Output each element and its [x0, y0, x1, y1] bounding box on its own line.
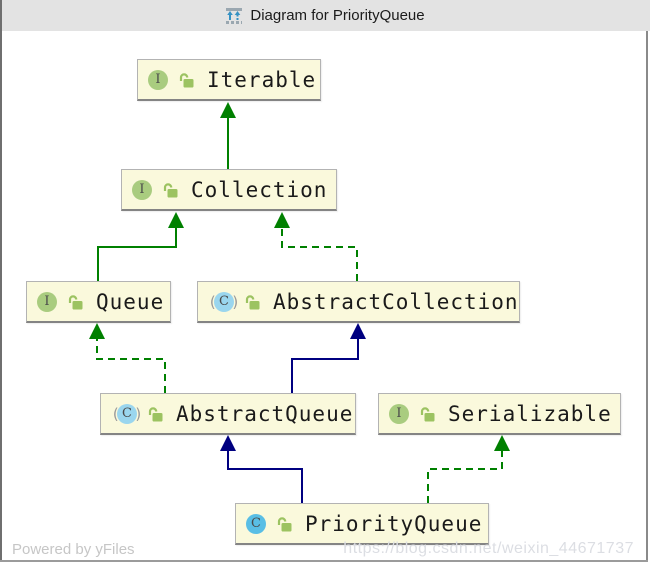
- open-lock-icon: [66, 293, 84, 311]
- class-node-priority-queue[interactable]: C PriorityQueue: [235, 503, 489, 545]
- window-border-bottom: [0, 560, 648, 562]
- node-label: Collection: [191, 177, 328, 202]
- arrowhead-abstract-collection-collection: [274, 212, 290, 228]
- open-lock-icon: [146, 405, 164, 423]
- edge-abstract-queue-abstract-collection-extends[interactable]: [291, 338, 359, 393]
- open-lock-icon: [161, 181, 179, 199]
- interface-icon: I: [148, 69, 168, 90]
- window-border-right: [646, 31, 648, 562]
- window-title: Diagram for PriorityQueue: [250, 7, 425, 24]
- node-label: Serializable: [448, 401, 612, 426]
- node-label: Iterable: [207, 67, 317, 92]
- interface-icon: I: [37, 291, 57, 312]
- arrowhead-queue-collection: [168, 212, 184, 228]
- class-node-iterable[interactable]: I Iterable: [137, 59, 321, 101]
- node-label: AbstractQueue: [176, 401, 354, 426]
- interface-icon: I: [389, 403, 409, 424]
- open-lock-icon: [275, 515, 293, 533]
- open-lock-icon: [243, 293, 261, 311]
- class-node-serializable[interactable]: I Serializable: [378, 393, 621, 435]
- abstract-class-icon: C: [111, 403, 143, 424]
- class-icon: C: [246, 513, 266, 534]
- arrowhead-priority-queue-abstract-queue: [220, 435, 236, 451]
- arrowhead-collection-iterable: [220, 102, 236, 118]
- edge-priority-queue-abstract-queue-extends[interactable]: [227, 450, 303, 503]
- open-lock-icon: [177, 71, 195, 89]
- powered-by-yfiles-label: Powered by yFiles: [12, 541, 135, 558]
- abstract-class-icon: C: [208, 291, 240, 312]
- interface-icon: I: [132, 179, 152, 200]
- csdn-watermark: https://blog.csdn.net/weixin_44671737: [343, 540, 634, 557]
- node-label: AbstractCollection: [273, 289, 519, 314]
- class-node-abstract-queue[interactable]: C AbstractQueue: [100, 393, 356, 435]
- node-label: PriorityQueue: [305, 511, 483, 536]
- edge-abstract-queue-queue-implements[interactable]: [96, 338, 166, 393]
- edge-queue-collection-extends[interactable]: [97, 227, 177, 281]
- window-border-left: [0, 0, 2, 562]
- edge-priority-queue-serializable-implements[interactable]: [427, 450, 503, 503]
- class-node-abstract-collection[interactable]: C AbstractCollection: [197, 281, 520, 323]
- arrowhead-abstract-queue-abstract-collection: [350, 323, 366, 339]
- arrowhead-priority-queue-serializable: [494, 435, 510, 451]
- edge-abstract-collection-collection-implements[interactable]: [281, 227, 358, 281]
- arrowhead-abstract-queue-queue: [89, 323, 105, 339]
- class-node-collection[interactable]: I Collection: [121, 169, 337, 211]
- diagram-icon: [225, 7, 243, 25]
- open-lock-icon: [418, 405, 436, 423]
- window-titlebar[interactable]: Diagram for PriorityQueue: [0, 0, 650, 31]
- class-node-queue[interactable]: I Queue: [26, 281, 171, 323]
- node-label: Queue: [96, 289, 165, 314]
